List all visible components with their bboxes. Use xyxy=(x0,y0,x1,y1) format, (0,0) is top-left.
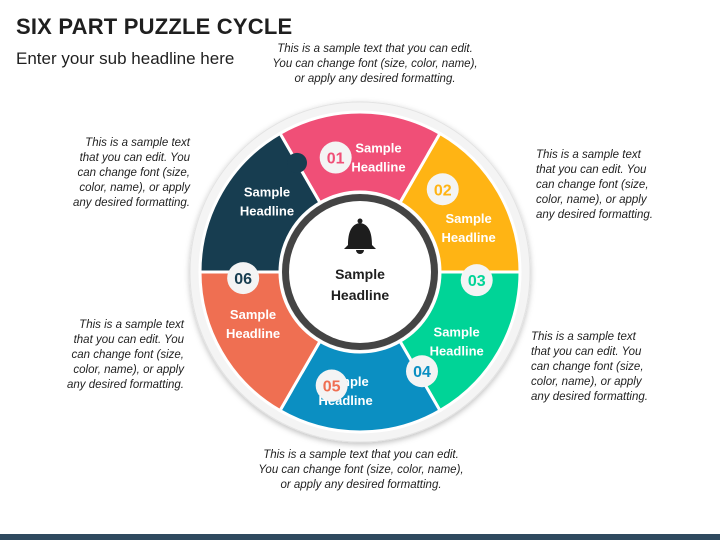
segment-04-number: 04 xyxy=(413,364,431,381)
note-top-line: This is a sample text that you can edit. xyxy=(277,43,473,55)
segment-06-tab xyxy=(287,152,307,173)
segment-03-number-badge xyxy=(460,264,493,297)
note-left-upper-line: that you can edit. You xyxy=(79,152,190,164)
note-left-upper-line: color, name), or apply xyxy=(79,182,190,194)
hub-fill xyxy=(289,201,431,343)
note-right-lower-line: any desired formatting. xyxy=(531,391,648,403)
note-right-upper-line: that you can edit. You xyxy=(536,164,647,176)
segment-06-number-badge xyxy=(227,262,260,295)
page-title: SIX PART PUZZLE CYCLE xyxy=(16,14,293,39)
note-top-line: or apply any desired formatting. xyxy=(294,73,456,85)
note-right-lower-line: This is a sample text xyxy=(531,331,636,343)
note-left-lower-line: color, name), or apply xyxy=(73,364,184,376)
bottom-bar xyxy=(0,534,720,540)
center-headline-line2: Headline xyxy=(331,287,390,303)
segment-06-headline-line1: Sample xyxy=(244,184,290,199)
note-left-upper-line: can change font (size, xyxy=(77,167,190,179)
note-bottom: This is a sample text that you can edit.… xyxy=(236,448,486,493)
segment-01-number-badge xyxy=(319,141,352,174)
segment-02-headline-line2: Headline xyxy=(442,230,496,245)
note-bottom-line: or apply any desired formatting. xyxy=(280,479,442,491)
note-left-lower-line: can change font (size, xyxy=(71,349,184,361)
segment-01-headline-line1: Sample xyxy=(355,140,401,155)
segment-03-headline-line2: Headline xyxy=(430,344,484,359)
segment-04-number-badge xyxy=(406,355,439,388)
segment-01-headline-line2: Headline xyxy=(351,159,405,174)
segment-05-number-badge xyxy=(315,369,348,402)
note-bottom-line: This is a sample text that you can edit. xyxy=(263,449,459,461)
note-left-upper-line: any desired formatting. xyxy=(73,197,190,209)
note-left-lower-line: that you can edit. You xyxy=(73,334,184,346)
segment-05-number: 05 xyxy=(323,379,341,396)
labels-layer: 01SampleHeadline02SampleHeadline03Sample… xyxy=(226,140,496,408)
note-right-lower-line: that you can edit. You xyxy=(531,346,642,358)
segment-02-headline-line1: Sample xyxy=(445,211,491,226)
note-left-lower: This is a sample text that you can edit.… xyxy=(10,318,184,393)
note-right-lower-line: can change font (size, xyxy=(531,361,644,373)
note-right-upper-line: color, name), or apply xyxy=(536,194,647,206)
segment-03-headline-line1: Sample xyxy=(434,325,480,340)
bell-icon xyxy=(344,218,376,254)
page-subtitle: Enter your sub headline here xyxy=(16,49,235,68)
note-right-upper-line: can change font (size, xyxy=(536,179,649,191)
segment-01-number: 01 xyxy=(327,151,345,168)
note-left-lower-line: This is a sample text xyxy=(79,319,184,331)
segment-06-headline-line2: Headline xyxy=(240,203,294,218)
note-right-upper-line: any desired formatting. xyxy=(536,209,653,221)
segment-03-number: 03 xyxy=(468,273,486,290)
note-top-line: You can change font (size, color, name), xyxy=(272,58,478,70)
note-left-upper: This is a sample text that you can edit.… xyxy=(14,136,190,211)
note-left-lower-line: any desired formatting. xyxy=(67,379,184,391)
segment-02-number-badge xyxy=(426,173,459,206)
segment-05-headline-line2: Headline xyxy=(226,326,280,341)
segment-05-headline-line1: Sample xyxy=(230,307,276,322)
note-bottom-line: You can change font (size, color, name), xyxy=(258,464,464,476)
note-right-lower: This is a sample text that you can edit.… xyxy=(531,330,711,405)
note-right-upper: This is a sample text that you can edit.… xyxy=(536,148,711,223)
note-right-lower-line: color, name), or apply xyxy=(531,376,642,388)
center-headline-line1: Sample xyxy=(335,266,385,282)
segment-06-number: 06 xyxy=(234,271,252,288)
note-left-upper-line: This is a sample text xyxy=(85,137,190,149)
note-top: This is a sample text that you can edit.… xyxy=(250,42,500,87)
note-right-upper-line: This is a sample text xyxy=(536,149,641,161)
segment-02-number: 02 xyxy=(434,182,452,199)
